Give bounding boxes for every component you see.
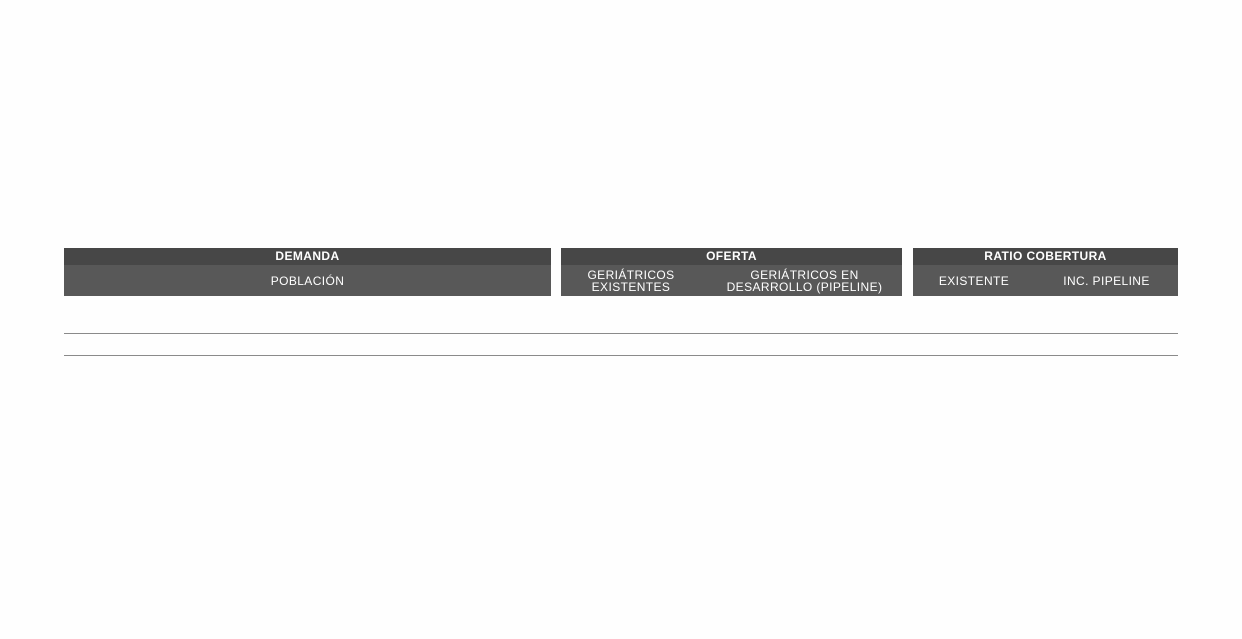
group-title: RATIO COBERTURA xyxy=(913,248,1178,265)
column-header-geriatricos-pipeline: GERIÁTRICOS EN DESARROLLO (PIPELINE) xyxy=(726,267,883,294)
column-header-poblacion: POBLACIÓN xyxy=(270,273,345,288)
header-group-demanda: DEMANDA POBLACIÓN xyxy=(64,248,551,296)
column-header-geriatricos-existentes: GERIÁTRICOS EXISTENTES xyxy=(587,267,675,294)
column-header-existente: EXISTENTE xyxy=(938,273,1010,288)
header-group-oferta: OFERTA GERIÁTRICOS EXISTENTES GERIÁTRICO… xyxy=(561,248,902,296)
group-title: DEMANDA xyxy=(64,248,551,265)
table-rule xyxy=(64,355,1178,356)
table-rule xyxy=(64,333,1178,334)
group-title: OFERTA xyxy=(561,248,902,265)
header-group-ratio-cobertura: RATIO COBERTURA EXISTENTE INC. PIPELINE xyxy=(913,248,1178,296)
column-header-inc-pipeline: INC. PIPELINE xyxy=(1063,273,1150,288)
